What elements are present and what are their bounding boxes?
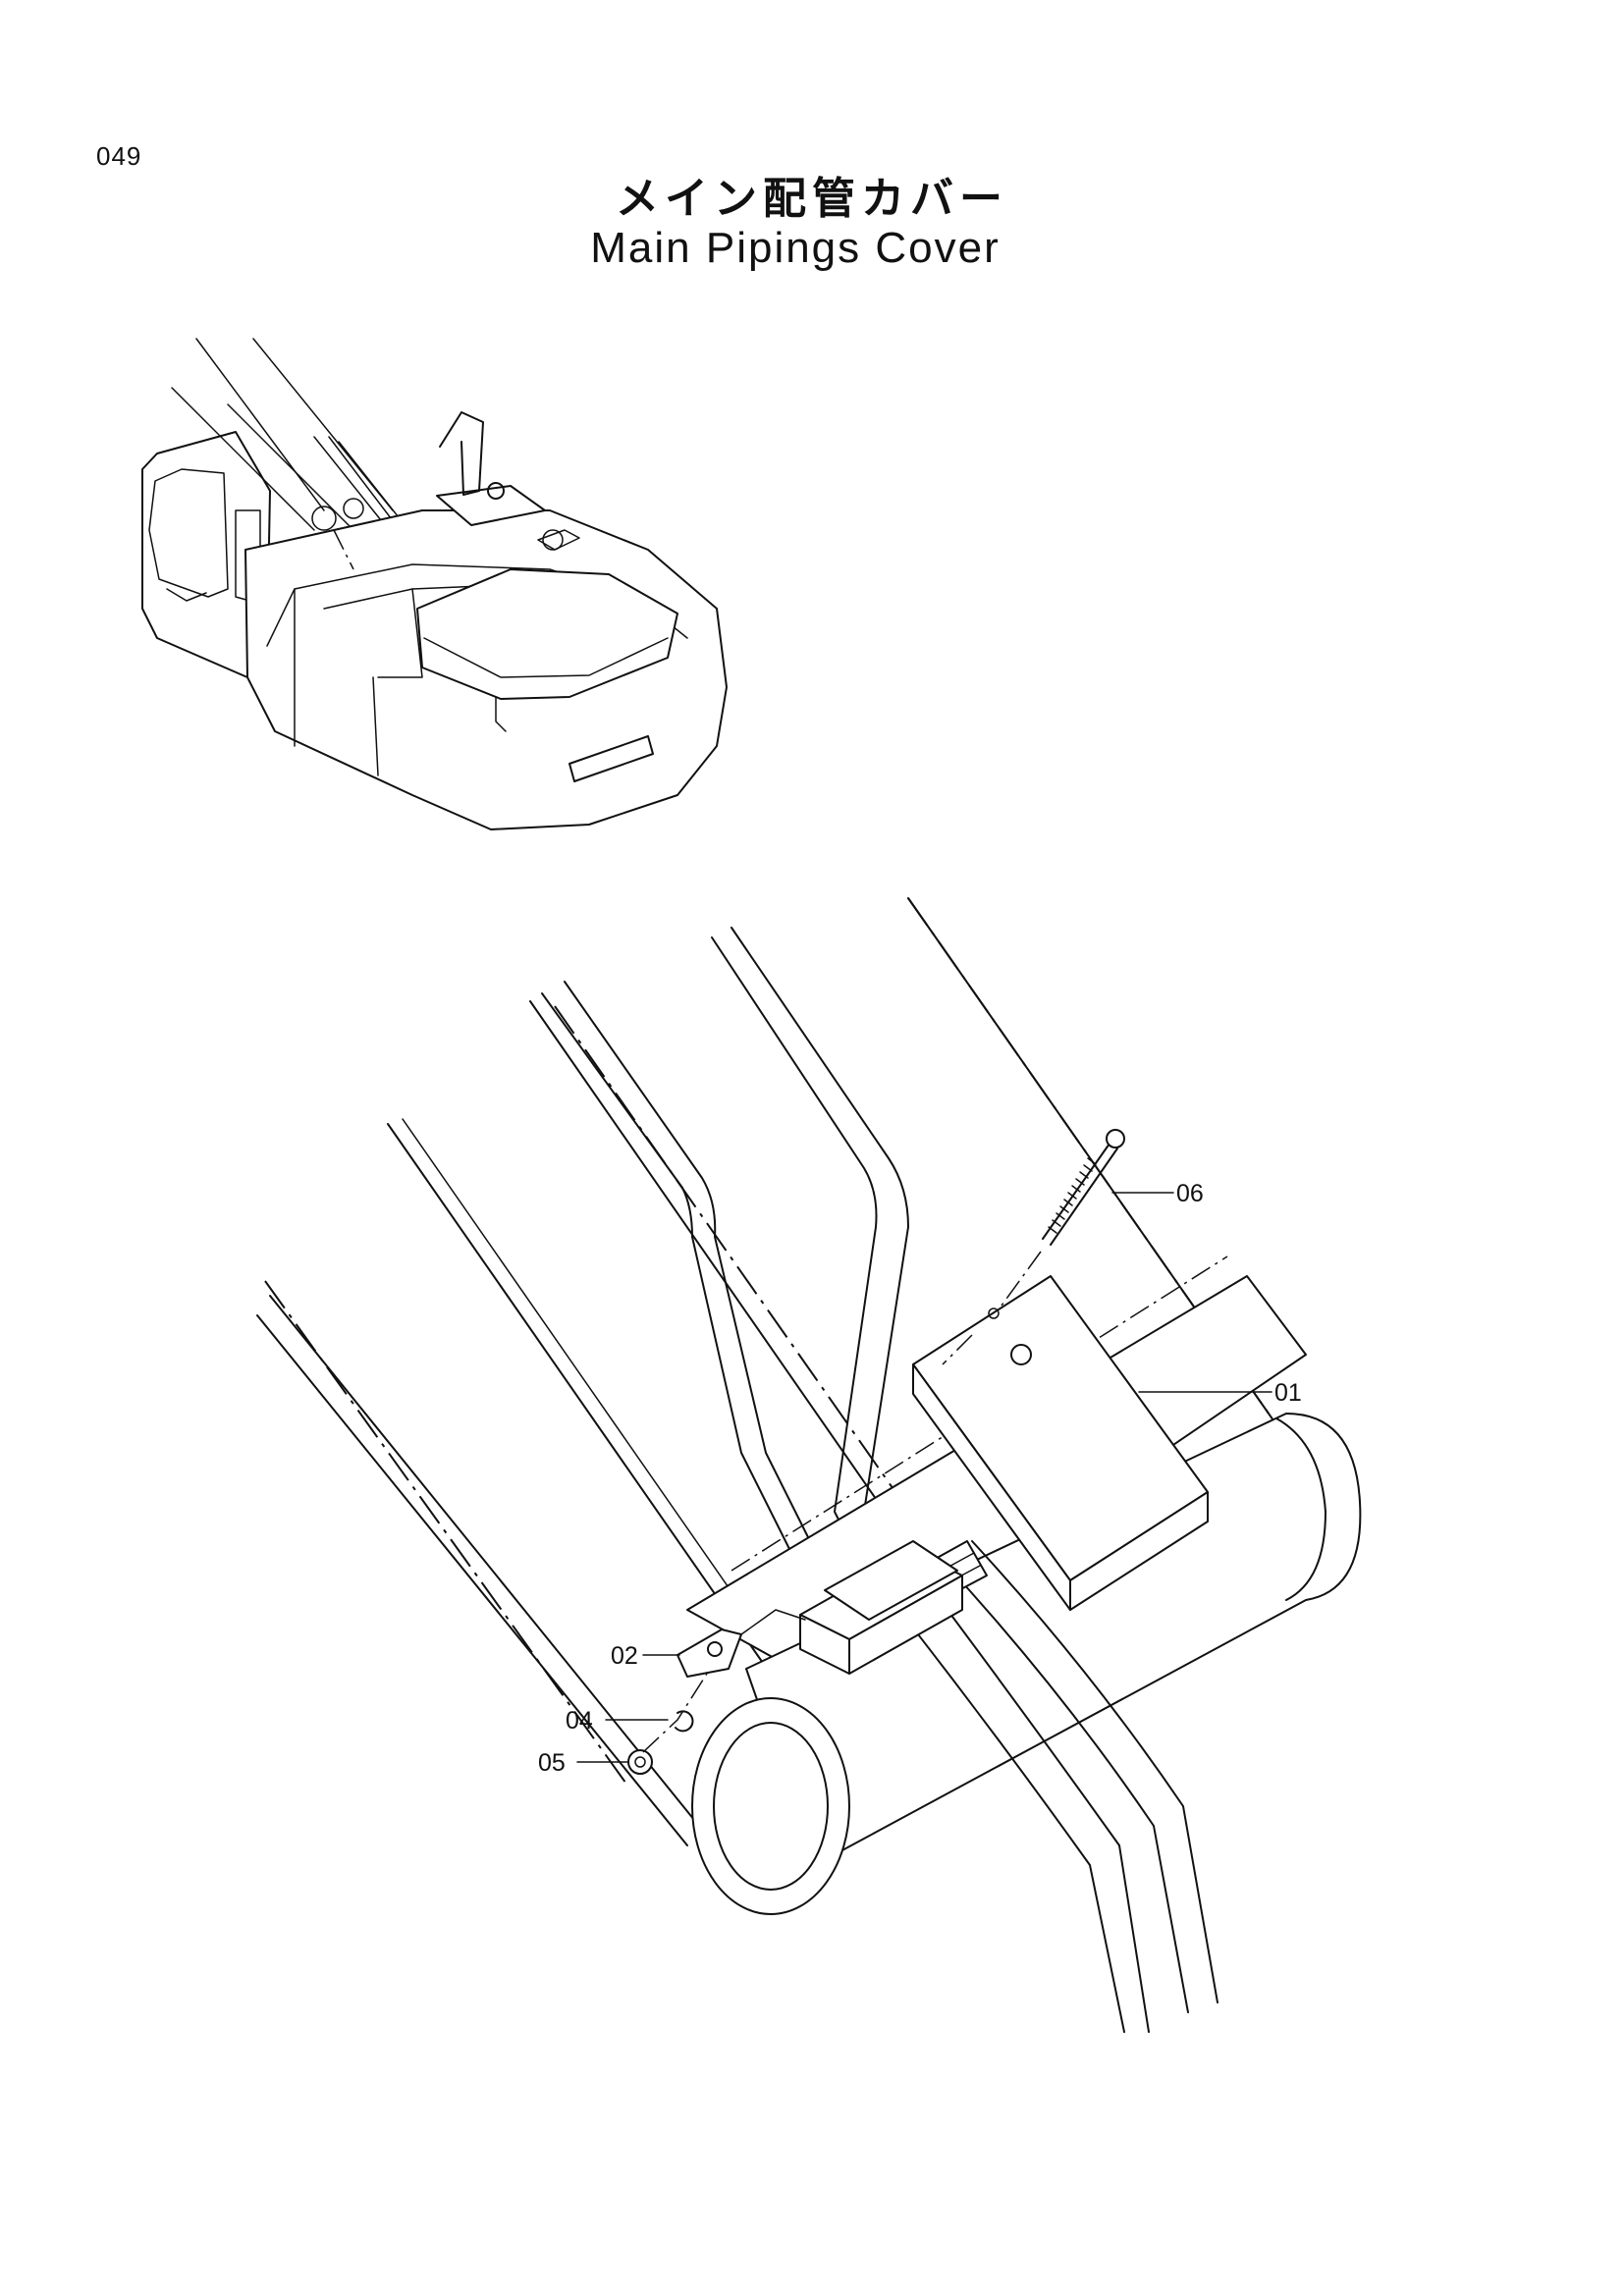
callout-04: 04 <box>566 1707 593 1735</box>
callout-leaders <box>576 1192 1272 1763</box>
page-title-english: Main Pipings Cover <box>590 224 1001 272</box>
excavator-overview-illustration <box>141 338 728 830</box>
page-title-japanese: メイン配管カバー <box>616 174 1008 224</box>
page-number: 049 <box>96 141 142 171</box>
callout-02: 02 <box>611 1642 638 1670</box>
callout-05: 05 <box>538 1749 566 1777</box>
callout-01: 01 <box>1274 1379 1302 1407</box>
main-piping-cover-detail <box>256 897 1362 2033</box>
callout-06: 06 <box>1176 1180 1204 1207</box>
